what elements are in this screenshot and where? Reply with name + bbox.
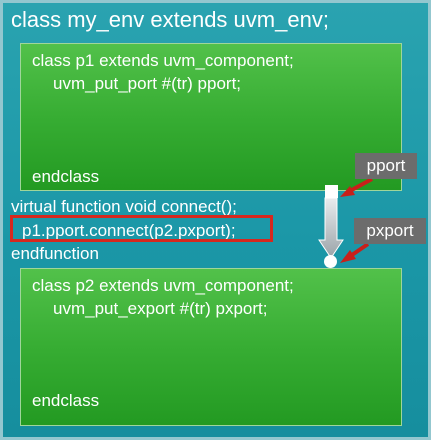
env-class-title: class my_env extends uvm_env; <box>11 7 329 32</box>
p2-export-declaration: uvm_put_export #(tr) pxport; <box>53 299 268 318</box>
p1-class-declaration: class p1 extends uvm_component; <box>32 51 294 70</box>
pport-square-icon <box>325 185 338 198</box>
p1-endclass: endclass <box>32 167 100 186</box>
pxport-callout-label: pxport <box>354 218 426 244</box>
pport-pointer-arrow <box>340 177 373 197</box>
connect-function-header: virtual function void connect(); <box>11 197 237 216</box>
pxport-circle-icon <box>324 255 337 268</box>
p2-class-declaration: class p2 extends uvm_component; <box>32 276 294 295</box>
p1-port-declaration: uvm_put_port #(tr) pport; <box>53 74 242 93</box>
component-p2-box: class p2 extends uvm_component; uvm_put_… <box>20 268 402 426</box>
pport-callout-label: pport <box>355 153 417 179</box>
connect-statement-highlight <box>10 215 273 242</box>
p2-endclass: endclass <box>32 391 100 410</box>
endfunction-line: endfunction <box>11 244 99 263</box>
port-connection-arrow <box>318 197 344 259</box>
connect-statement: p1.pport.connect(p2.pxport); <box>22 221 236 240</box>
component-p1-box: class p1 extends uvm_component; uvm_put_… <box>20 43 402 191</box>
pxport-pointer-arrow <box>340 242 370 263</box>
